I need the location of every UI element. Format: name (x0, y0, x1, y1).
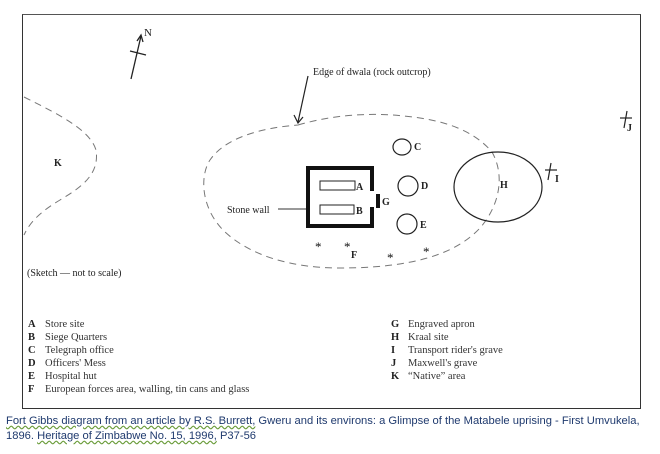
legend-key: G (391, 319, 400, 330)
legend-text: Telegraph office (45, 345, 114, 356)
star-marker: * (315, 239, 322, 254)
star-marker: * (387, 250, 394, 265)
european-forces-markers: * * * * (315, 239, 430, 265)
legend-item: A Store site (28, 318, 249, 331)
legend-text: Transport rider's grave (408, 345, 503, 356)
outcrop-pointer-arrow-icon (293, 75, 309, 125)
officers-mess-d (397, 175, 419, 197)
star-marker: * (423, 244, 430, 259)
north-label: N (144, 27, 152, 39)
legend-text: Store site (45, 319, 85, 330)
legend-key: E (28, 371, 36, 382)
store-site-a (319, 180, 356, 191)
legend-key: A (28, 319, 36, 330)
legend-text: Siege Quarters (45, 332, 108, 343)
legend-text: Hospital hut (45, 371, 97, 382)
legend-item: E Hospital hut (28, 370, 249, 383)
caption-part-1: Fort Gibbs diagram from an article by R.… (6, 415, 256, 427)
map-label-b: B (356, 206, 363, 217)
stone-wall (306, 166, 374, 228)
legend-key: F (28, 384, 35, 395)
legend-key: C (28, 345, 36, 356)
map-label-j: J (627, 123, 632, 134)
star-marker: * (344, 239, 351, 254)
hospital-hut-e (396, 213, 418, 235)
legend-text: “Native” area (408, 371, 466, 382)
legend-item: B Siege Quarters (28, 331, 249, 344)
figure-caption: Fort Gibbs diagram from an article by R.… (6, 414, 656, 444)
legend-item: G Engraved apron (391, 318, 503, 331)
map-label-g: G (382, 197, 390, 208)
siege-quarters-b (319, 204, 355, 215)
legend-text: Kraal site (408, 332, 449, 343)
telegraph-office-c (392, 138, 412, 156)
rock-outcrop-label: Edge of dwala (rock outcrop) (313, 67, 431, 78)
diagram-frame (22, 14, 641, 409)
caption-part-4: Heritage of Zimbabwe No. 15, 1996, (37, 430, 217, 442)
caption-part-2: Gweru and its environs: a Glimpse of the… (255, 415, 640, 427)
map-label-f: F (351, 250, 357, 261)
map-label-c: C (414, 142, 421, 153)
legend-item: I Transport rider's grave (391, 344, 503, 357)
kraal-site-h (453, 151, 543, 223)
caption-part-3: 1896. (6, 430, 38, 442)
map-label-k: K (54, 158, 62, 169)
legend-right: G Engraved apron H Kraal site I Transport r… (391, 318, 503, 383)
map-label-i: I (555, 174, 559, 185)
legend-key: B (28, 332, 36, 343)
legend-text: Maxwell's grave (408, 358, 478, 369)
map-label-e: E (420, 220, 427, 231)
legend-item: F European forces area, walling, tin cans… (28, 383, 249, 396)
native-area-boundary (23, 96, 97, 236)
map-label-h: H (500, 180, 508, 191)
legend-key: J (391, 358, 397, 369)
legend-key: D (28, 358, 36, 369)
legend-item: D Officers' Mess (28, 357, 249, 370)
legend-key: K (391, 371, 400, 382)
dwala-outline (203, 113, 500, 269)
legend-key: H (391, 332, 400, 343)
grave-cross-i-icon (545, 162, 557, 181)
map-label-d: D (421, 181, 428, 192)
legend-item: K “Native” area (391, 370, 503, 383)
legend-left: A Store site B Siege Quarters C Telegraph o… (28, 318, 249, 396)
scale-note: (Sketch — not to scale) (27, 268, 121, 279)
north-arrow-icon (129, 33, 147, 80)
legend-item: C Telegraph office (28, 344, 249, 357)
stone-wall-label: Stone wall (227, 205, 270, 216)
legend-text: Engraved apron (408, 319, 475, 330)
grave-cross-j-icon (620, 110, 632, 129)
legend-text: Officers' Mess (45, 358, 106, 369)
caption-part-5: P37-56 (216, 430, 257, 442)
legend-item: J Maxwell's grave (391, 357, 503, 370)
map-label-a: A (356, 182, 364, 193)
legend-key: I (391, 345, 396, 356)
engraved-apron-g (376, 194, 380, 208)
legend-item: H Kraal site (391, 331, 503, 344)
legend-text: European forces area, walling, tin cans … (45, 384, 250, 395)
